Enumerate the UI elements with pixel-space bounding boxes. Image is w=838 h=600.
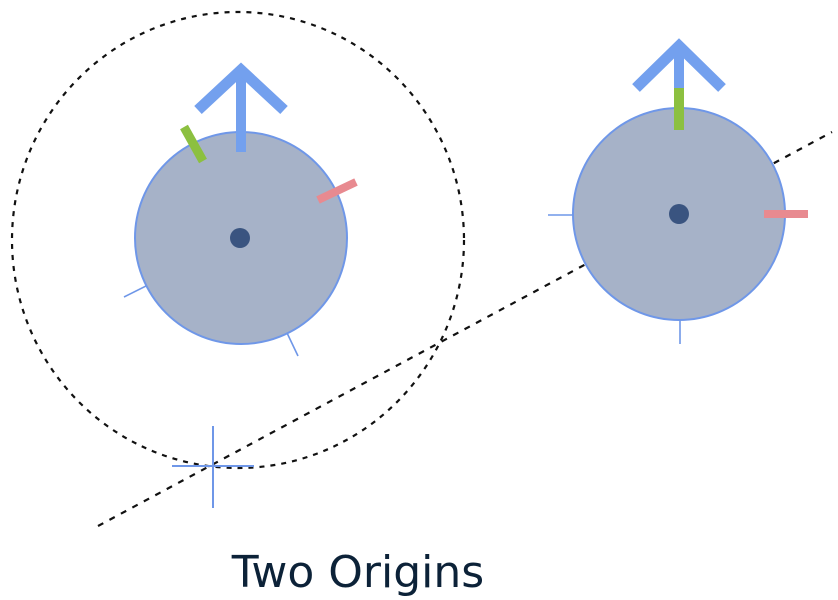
left-disc-center-dot bbox=[230, 228, 250, 248]
right-disc-center-dot bbox=[669, 204, 689, 224]
right-origin-disc bbox=[548, 38, 808, 344]
left-origin-disc bbox=[123, 62, 358, 357]
crosshair-icon[interactable] bbox=[172, 426, 254, 508]
dashed-orbit-circle bbox=[10, 10, 466, 470]
two-origins-diagram bbox=[10, 10, 833, 527]
left-disc-red-handle[interactable] bbox=[316, 178, 358, 204]
diagram-caption: Two Origins bbox=[231, 547, 485, 598]
left-up-arrow-icon[interactable] bbox=[194, 62, 288, 152]
left-disc-green-handle[interactable] bbox=[180, 124, 207, 164]
